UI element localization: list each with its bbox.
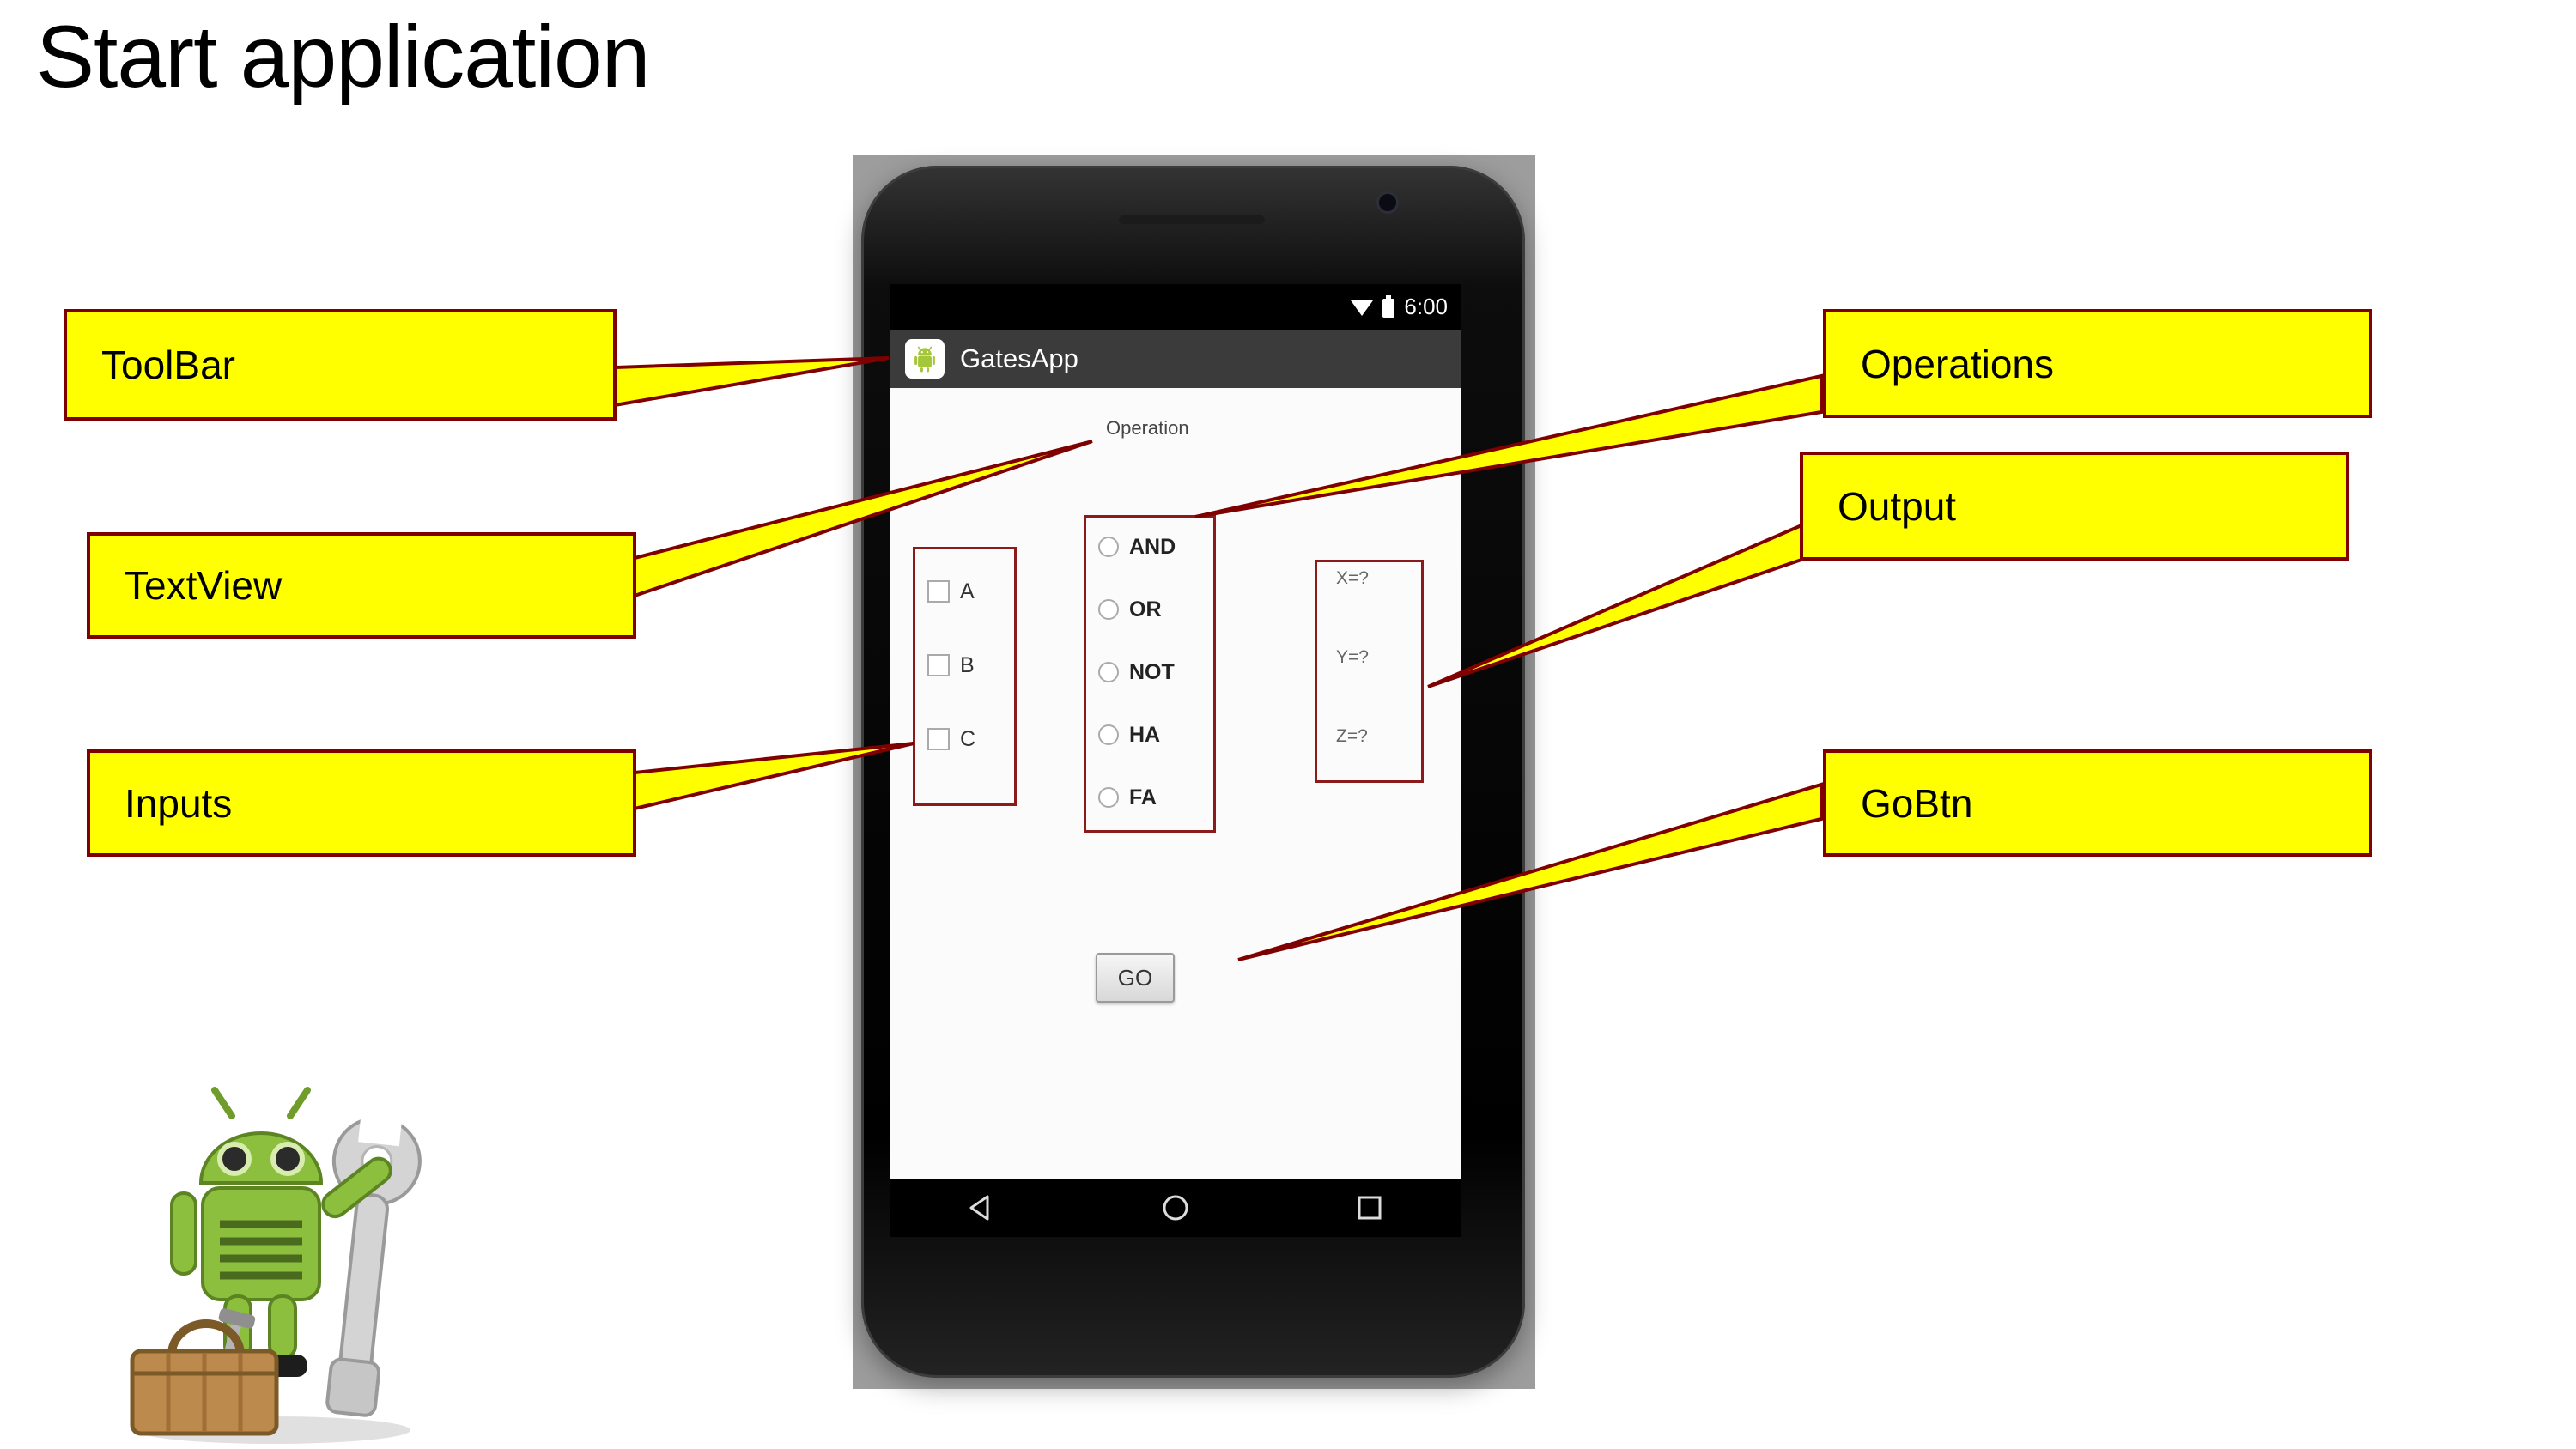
radio-icon[interactable] — [1098, 599, 1119, 620]
home-icon[interactable] — [1158, 1191, 1193, 1225]
checkbox-icon[interactable] — [927, 580, 950, 603]
app-title: GatesApp — [960, 343, 1078, 373]
output-z: Z=? — [1336, 726, 1368, 746]
checkbox-a[interactable]: A — [927, 580, 1014, 603]
radio-ha[interactable]: HA — [1098, 723, 1213, 747]
app-toolbar: GatesApp — [890, 330, 1461, 388]
radio-label: HA — [1129, 723, 1161, 747]
checkbox-label: C — [960, 727, 976, 751]
radio-icon[interactable] — [1098, 787, 1119, 808]
app-content: Operation A B C — [890, 388, 1461, 1179]
earpiece — [1119, 215, 1265, 224]
checkbox-icon[interactable] — [927, 728, 950, 750]
callout-textview: TextView — [87, 532, 636, 639]
radio-and[interactable]: AND — [1098, 535, 1213, 559]
wrench-icon — [325, 1092, 422, 1417]
radio-label: OR — [1129, 597, 1162, 621]
operations-group: AND OR NOT HA — [1084, 515, 1216, 833]
go-button[interactable]: GO — [1096, 953, 1175, 1003]
output-y: Y=? — [1336, 647, 1369, 667]
output-x: X=? — [1336, 568, 1369, 588]
radio-label: AND — [1129, 535, 1176, 559]
phone-screen: 6:00 — [890, 284, 1461, 1237]
android-app-icon — [905, 339, 945, 379]
callout-output: Output — [1800, 452, 2349, 561]
nav-bar — [890, 1179, 1461, 1237]
radio-label: NOT — [1129, 660, 1175, 684]
radio-icon[interactable] — [1098, 662, 1119, 682]
callout-inputs: Inputs — [87, 749, 636, 857]
screenshot-backdrop: 6:00 — [853, 155, 1535, 1389]
battery-icon — [1382, 295, 1395, 318]
checkbox-b[interactable]: B — [927, 654, 1014, 676]
radio-icon[interactable] — [1098, 724, 1119, 745]
radio-icon[interactable] — [1098, 537, 1119, 557]
checkbox-icon[interactable] — [927, 654, 950, 676]
callout-operations: Operations — [1823, 309, 2372, 418]
status-bar: 6:00 — [890, 284, 1461, 330]
output-group: X=? Y=? Z=? — [1315, 560, 1424, 783]
inputs-group: A B C — [913, 547, 1017, 806]
wifi-icon — [1351, 300, 1374, 316]
connector-toolbar — [613, 356, 890, 408]
callout-toolbar: ToolBar — [64, 309, 617, 421]
radio-or[interactable]: OR — [1098, 597, 1213, 621]
back-icon[interactable] — [964, 1191, 999, 1225]
status-time: 6:00 — [1404, 294, 1448, 319]
radio-label: FA — [1129, 785, 1157, 809]
operation-textview: Operation — [1106, 417, 1189, 439]
recents-icon[interactable] — [1352, 1191, 1387, 1225]
callout-gobtn: GoBtn — [1823, 749, 2372, 857]
checkbox-label: A — [960, 579, 975, 603]
front-camera-icon — [1376, 191, 1399, 214]
checkbox-label: B — [960, 653, 975, 677]
checkbox-c[interactable]: C — [927, 728, 1014, 750]
radio-fa[interactable]: FA — [1098, 785, 1213, 809]
android-mascot — [130, 1087, 422, 1444]
phone-mockup: 6:00 — [861, 166, 1525, 1378]
slide-title: Start application — [36, 8, 650, 106]
radio-not[interactable]: NOT — [1098, 660, 1213, 684]
toolbox-icon — [130, 1308, 279, 1436]
